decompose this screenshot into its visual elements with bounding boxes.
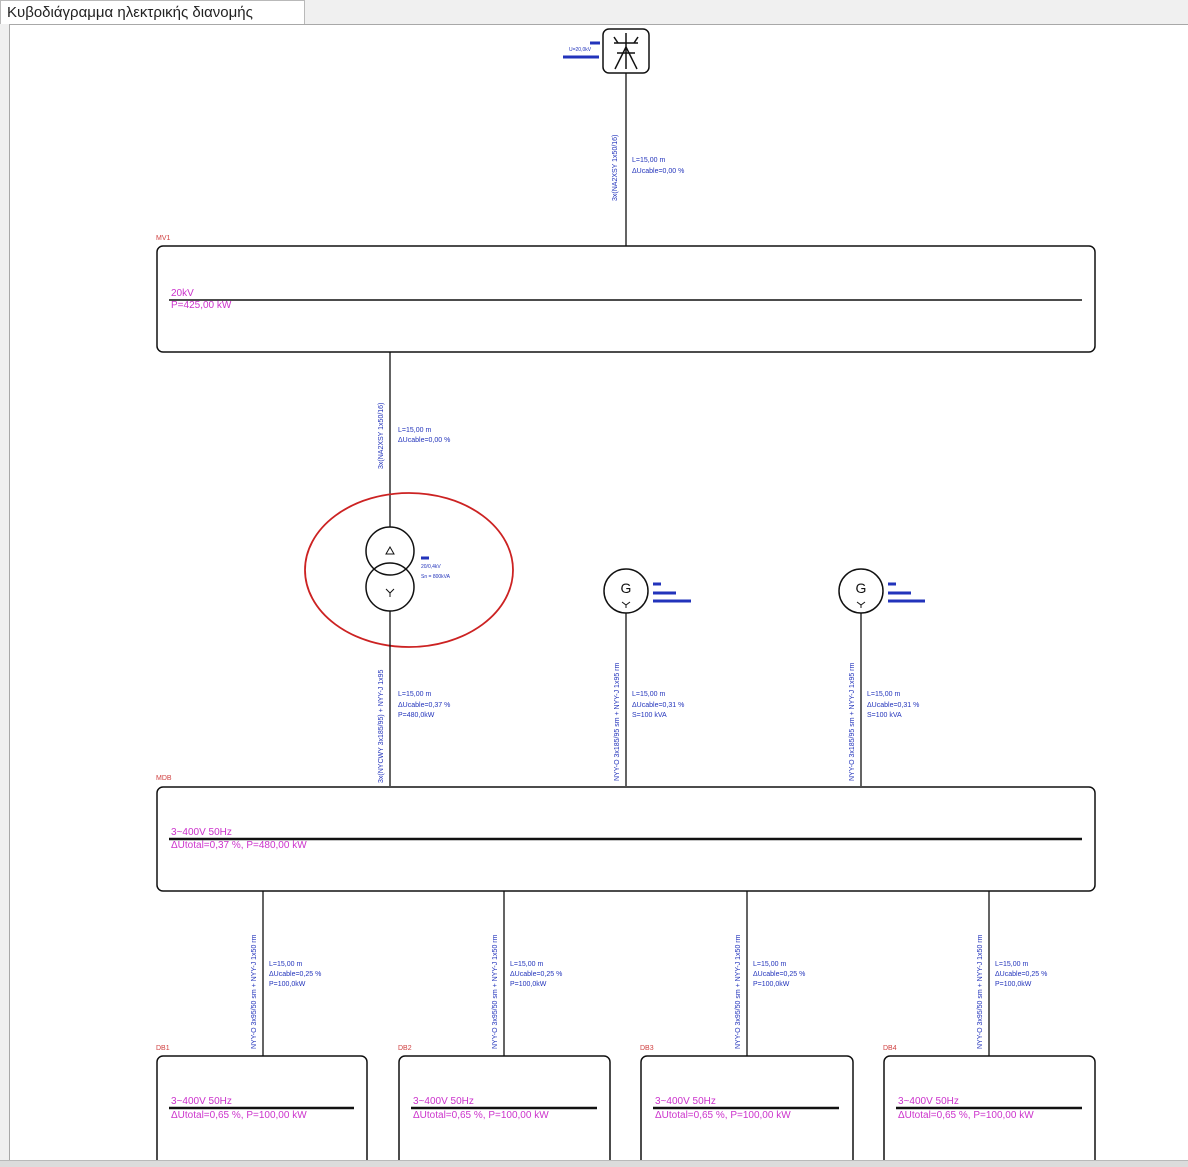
bus-mdb-info: ΔUtotal=0,37 %, P=480,00 kW <box>171 840 307 851</box>
feeder-3-power: P=100,0kW <box>753 981 790 988</box>
feeder-3-du: ΔUcable=0,25 % <box>753 971 805 978</box>
bus-mdb-voltage: 3~400V 50Hz <box>171 827 232 838</box>
cable-top-du: ΔUcable=0,00 % <box>632 168 684 175</box>
generator-1-symbol: G <box>621 580 632 596</box>
feeder-2[interactable]: NYY-O 3x95/50 sm + NYY-J 1x50 rm L=15,00… <box>492 891 562 1056</box>
bus-mv1-voltage: 20kV <box>171 288 194 299</box>
transformer-power: Sn = 800kVA <box>421 574 451 580</box>
bus-db1-info: ΔUtotal=0,65 %, P=100,00 kW <box>171 1110 307 1121</box>
cable-mv-tr-type: 3x(NA2XSY 1x50/16) <box>378 403 385 469</box>
feeder-4[interactable]: NYY-O 3x95/50 sm + NYY-J 1x50 rm L=15,00… <box>977 891 1047 1056</box>
bus-db4[interactable]: DB4 3~400V 50Hz ΔUtotal=0,65 %, P=100,00… <box>883 1045 1096 1167</box>
feeder-4-cable-type: NYY-O 3x95/50 sm + NYY-J 1x50 rm <box>977 934 984 1049</box>
bus-db3-info: ΔUtotal=0,65 %, P=100,00 kW <box>655 1110 791 1121</box>
status-bar <box>0 1160 1188 1167</box>
bus-mdb[interactable]: MDB 3~400V 50Hz ΔUtotal=0,37 %, P=480,00… <box>156 775 1096 892</box>
feeder-1[interactable]: NYY-O 3x95/50 sm + NYY-J 1x50 rm L=15,00… <box>251 891 321 1056</box>
grid-source-label: U=20,0kV <box>569 47 592 53</box>
feeder-2-power: P=100,0kW <box>510 981 547 988</box>
generator-1-cable-type: NYY-O 3x185/95 sm + NYY-J 1x95 rm <box>614 662 621 781</box>
tab-block-diagram[interactable]: Κυβοδιάγραμμα ηλεκτρικής διανομής <box>0 0 305 24</box>
bus-db1-name: DB1 <box>156 1045 170 1052</box>
feeder-4-du: ΔUcable=0,25 % <box>995 971 1047 978</box>
feeder-3-cable-type: NYY-O 3x95/50 sm + NYY-J 1x50 rm <box>735 934 742 1049</box>
feeder-4-power: P=100,0kW <box>995 981 1032 988</box>
transformer-icon <box>365 526 415 612</box>
diagram-canvas[interactable]: U=20,0kV 3x(NA2XSY 1x50/16) L=15,00 m ΔU… <box>9 24 1188 1167</box>
feeder-3-length: L=15,00 m <box>753 961 786 968</box>
transformer-rating: 20/0,4kV <box>421 564 441 570</box>
generator-1-power: S=100 kVA <box>632 712 667 719</box>
cable-tr-mdb-type: 3x(NYCWY 3x185/95) + NYY-J 1x95 <box>378 669 385 783</box>
feeder-1-du: ΔUcable=0,25 % <box>269 971 321 978</box>
feeder-3[interactable]: NYY-O 3x95/50 sm + NYY-J 1x50 rm L=15,00… <box>735 891 805 1056</box>
bus-mv1[interactable]: MV1 20kV P=425,00 kW <box>156 235 1096 353</box>
generator-1-du: ΔUcable=0,31 % <box>632 702 684 709</box>
bus-db3-voltage: 3~400V 50Hz <box>655 1096 716 1107</box>
feeder-1-length: L=15,00 m <box>269 961 302 968</box>
bus-db1-voltage: 3~400V 50Hz <box>171 1096 232 1107</box>
feeder-2-cable-type: NYY-O 3x95/50 sm + NYY-J 1x50 rm <box>492 934 499 1049</box>
cable-top-type: 3x(NA2XSY 1x50/16) <box>612 135 619 201</box>
feeder-2-length: L=15,00 m <box>510 961 543 968</box>
bus-db4-name: DB4 <box>883 1045 897 1052</box>
cable-tr-mdb-power: P=480,0kW <box>398 712 435 719</box>
bus-db2[interactable]: DB2 3~400V 50Hz ΔUtotal=0,65 %, P=100,00… <box>398 1045 611 1167</box>
distribution-diagram: U=20,0kV 3x(NA2XSY 1x50/16) L=15,00 m ΔU… <box>156 28 1096 1167</box>
generator-1[interactable]: G <box>603 568 691 614</box>
bus-mv1-name: MV1 <box>156 235 171 242</box>
feeder-4-length: L=15,00 m <box>995 961 1028 968</box>
grid-source[interactable]: U=20,0kV <box>563 28 650 74</box>
bus-mv1-power: P=425,00 kW <box>171 300 232 311</box>
bus-db2-info: ΔUtotal=0,65 %, P=100,00 kW <box>413 1110 549 1121</box>
generator-2-cable-type: NYY-O 3x185/95 sm + NYY-J 1x95 rm <box>849 662 856 781</box>
transformer[interactable]: 20/0,4kV Sn = 800kVA <box>365 526 451 612</box>
pylon-icon <box>613 33 639 70</box>
generator-2-power: S=100 kVA <box>867 712 902 719</box>
cable-tr-mdb-du: ΔUcable=0,37 % <box>398 702 450 709</box>
generator-2[interactable]: G <box>838 568 925 614</box>
bus-db1[interactable]: DB1 3~400V 50Hz ΔUtotal=0,65 %, P=100,00… <box>156 1045 368 1167</box>
bus-db4-info: ΔUtotal=0,65 %, P=100,00 kW <box>898 1110 1034 1121</box>
generator-2-du: ΔUcable=0,31 % <box>867 702 919 709</box>
bus-db4-voltage: 3~400V 50Hz <box>898 1096 959 1107</box>
highlight-ellipse <box>304 492 514 648</box>
bus-mdb-name: MDB <box>156 775 172 782</box>
cable-mv-tr-du: ΔUcable=0,00 % <box>398 437 450 444</box>
bus-db2-voltage: 3~400V 50Hz <box>413 1096 474 1107</box>
bus-db3-name: DB3 <box>640 1045 654 1052</box>
generator-1-length: L=15,00 m <box>632 691 665 698</box>
feeder-2-du: ΔUcable=0,25 % <box>510 971 562 978</box>
bus-db3[interactable]: DB3 3~400V 50Hz ΔUtotal=0,65 %, P=100,00… <box>640 1045 854 1167</box>
generator-2-symbol: G <box>856 580 867 596</box>
cable-mv-tr-length: L=15,00 m <box>398 427 431 434</box>
cable-tr-mdb-length: L=15,00 m <box>398 691 431 698</box>
cable-top-length: L=15,00 m <box>632 157 665 164</box>
feeder-1-cable-type: NYY-O 3x95/50 sm + NYY-J 1x50 rm <box>251 934 258 1049</box>
generator-2-length: L=15,00 m <box>867 691 900 698</box>
feeder-1-power: P=100,0kW <box>269 981 306 988</box>
bus-db2-name: DB2 <box>398 1045 412 1052</box>
